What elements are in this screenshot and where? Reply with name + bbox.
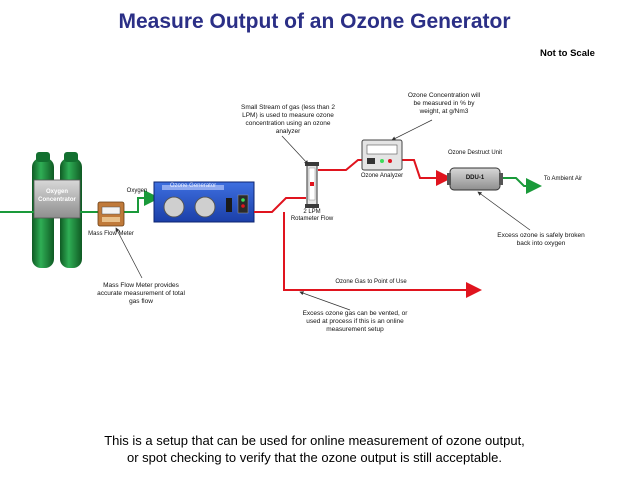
ozone-generator (153, 181, 255, 223)
rotameter (305, 162, 319, 208)
ozone-analyzer-label: Ozone Analyzer (360, 173, 404, 179)
destruct-unit-text: DDU-1 (465, 175, 485, 181)
note-mass-flow: Mass Flow Meter provides accurate measur… (97, 282, 185, 305)
scale-note: Not to Scale (540, 48, 595, 59)
oxygen-line (80, 190, 160, 213)
note-pointers (115, 119, 531, 311)
ozone-destruct-unit (447, 167, 503, 191)
point-of-use-label: Ozone Gas to Point of Use (335, 279, 407, 285)
note-excess-destroyed: Excess ozone is safely broken back into … (497, 232, 585, 247)
rotameter-label: 2 LPM Rotameter Flow (290, 209, 334, 222)
ozone-generator-label: Ozone Generator (169, 183, 217, 189)
ambient-label: To Ambient Air (543, 176, 583, 182)
mass-flow-meter-label: Mass Flow Meter (88, 231, 134, 237)
mass-flow-meter (97, 201, 125, 227)
note-small-stream: Small Stream of gas (less than 2 LPM) is… (241, 104, 335, 135)
note-excess-vented: Excess ozone gas can be vented, or used … (302, 310, 408, 333)
bottom-caption: This is a setup that can be used for onl… (20, 432, 609, 466)
oxygen-concentrator-label: Oxygen Concentrator (38, 189, 76, 203)
oxygen-line-label: Oxygen (126, 188, 148, 194)
outlet-line (503, 177, 542, 194)
destruct-unit-label: Ozone Destruct Unit (447, 150, 503, 156)
oxygen-concentrator (32, 152, 82, 268)
page-title: Measure Output of an Ozone Generator (118, 10, 511, 33)
note-ozone-concentration: Ozone Concentration will be measured in … (407, 92, 481, 115)
ozone-analyzer (361, 139, 403, 171)
bottom-caption-line-1: This is a setup that can be used for onl… (104, 433, 525, 448)
bottom-caption-line-2: or spot checking to verify that the ozon… (126, 450, 503, 465)
